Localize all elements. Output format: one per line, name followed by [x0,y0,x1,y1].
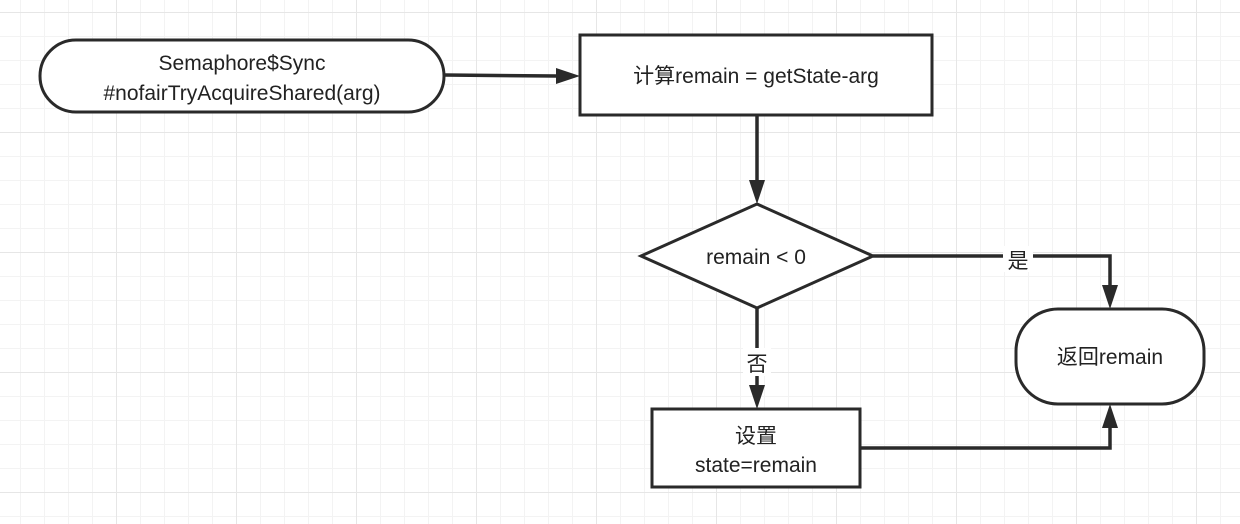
edge-yes-to-return: 是 [873,246,1118,309]
return-remain-terminal: 返回remain [1014,307,1206,406]
start-terminal-line1: Semaphore$Sync [159,52,326,75]
arrowhead [1102,285,1118,309]
remain-negative-decision: remain < 0 [637,202,877,310]
arrowhead [749,180,765,204]
compute-remain-label: 计算remain = getState-arg [633,65,879,88]
set-state-box: 设置 state=remain [650,407,862,489]
edge-compute-to-decision [749,115,765,204]
start-terminal: Semaphore$Sync #nofairTryAcquireShared(a… [38,38,446,114]
edge-no-label: 否 [747,352,768,376]
arrowhead [556,68,580,84]
edge-yes-label: 是 [1008,249,1029,273]
arrowhead [1102,404,1118,428]
return-remain-label: 返回remain [1057,346,1163,369]
edge-set-state-to-return [860,404,1118,450]
decision-label: remain < 0 [706,246,806,269]
edge-no-to-set-state: 否 [743,308,771,409]
start-terminal-line2: #nofairTryAcquireShared(arg) [103,82,380,105]
compute-remain-box: 计算remain = getState-arg [578,33,934,117]
arrowhead [749,385,765,409]
set-state-line2: state=remain [695,454,817,477]
set-state-line1: 设置 [735,425,777,448]
edge-start-to-compute [443,68,580,84]
